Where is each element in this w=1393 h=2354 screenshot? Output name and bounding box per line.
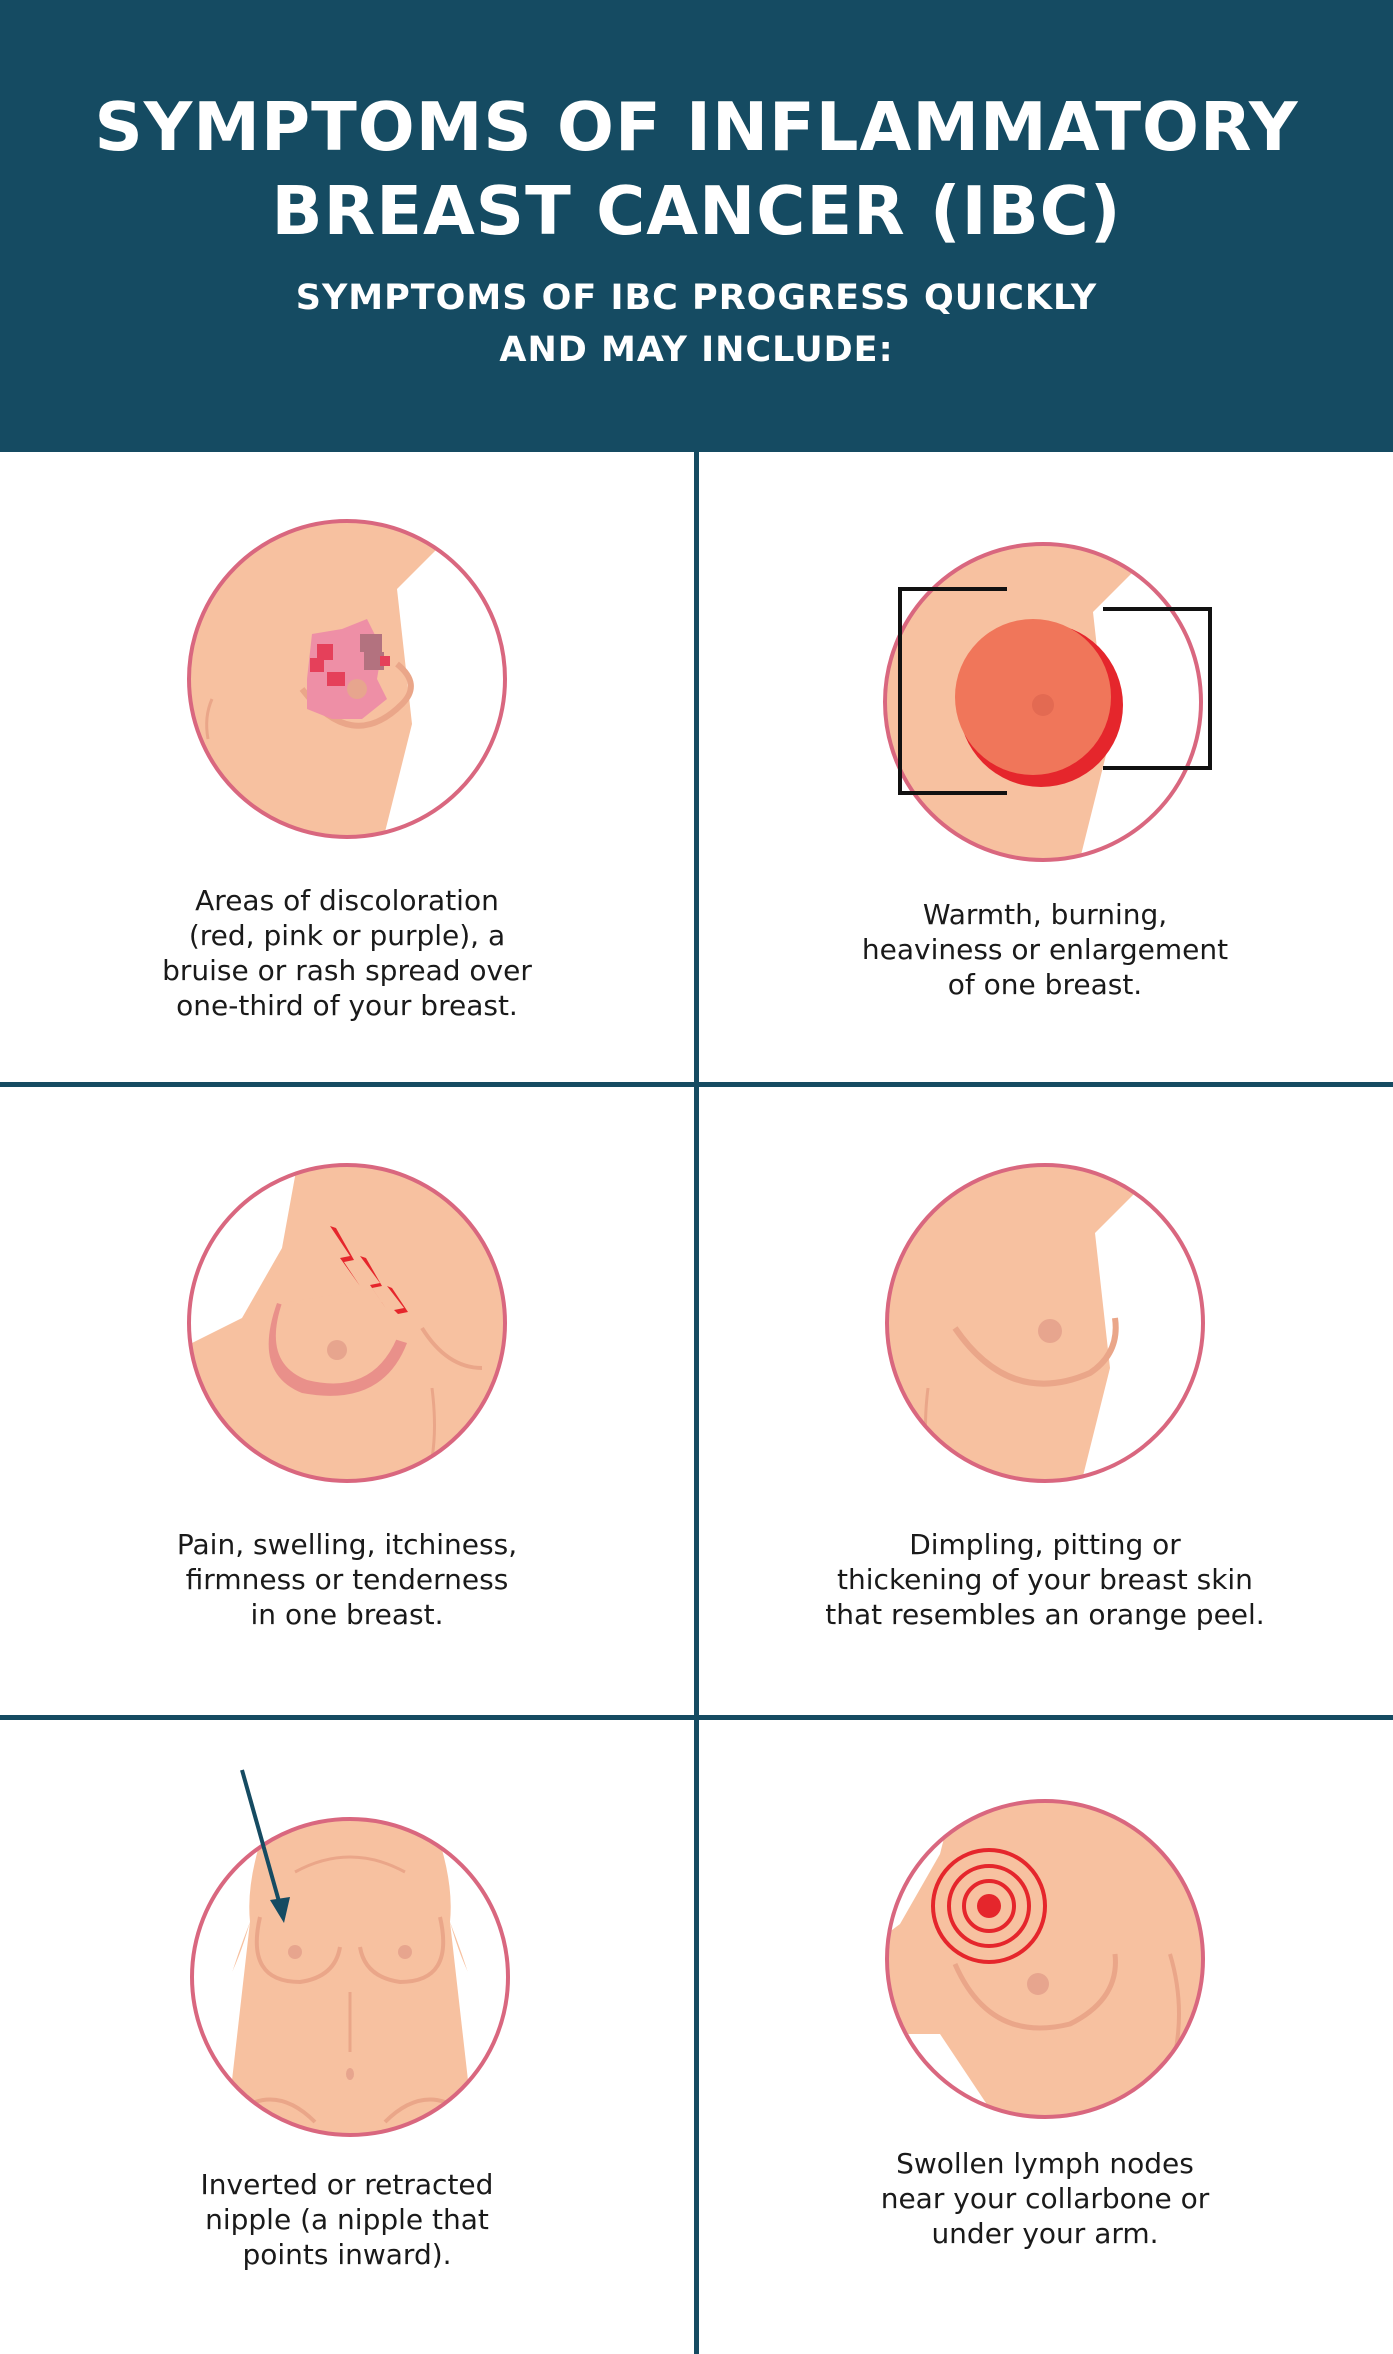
symptom-caption-pain: Pain, swelling, itchiness, firmness or t… [47, 1527, 647, 1632]
subtitle-line-2: AND MAY INCLUDE: [499, 330, 894, 370]
caption-line: in one breast. [250, 1598, 444, 1631]
swollen-lymph-node-icon [880, 1794, 1210, 2124]
caption-line: firmness or tenderness [185, 1563, 509, 1596]
caption-line: Areas of discoloration [195, 884, 499, 917]
title-line-2: BREAST CANCER (IBC) [271, 172, 1122, 250]
caption-line: Warmth, burning, [922, 898, 1168, 931]
caption-line: thickening of your breast skin [837, 1563, 1253, 1596]
bracket-right-icon [1103, 607, 1212, 770]
symptom-caption-dimpling: Dimpling, pitting or thickening of your … [745, 1527, 1345, 1632]
caption-line: near your collarbone or [880, 2182, 1210, 2215]
dimpled-skin-breast-icon [880, 1158, 1210, 1488]
caption-line: of one breast. [947, 968, 1143, 1001]
inverted-nipple-icon [185, 1812, 515, 2142]
caption-line: Pain, swelling, itchiness, [176, 1528, 518, 1561]
title-line-1: SYMPTOMS OF INFLAMMATORY [94, 88, 1299, 166]
grid-divider-row-1 [0, 1082, 1393, 1087]
grid-vertical-divider [694, 452, 699, 2354]
discoloration-breast-icon [182, 514, 512, 844]
symptom-caption-inverted-nipple: Inverted or retracted nipple (a nipple t… [47, 2167, 647, 2272]
arrow-pointer-icon [240, 1769, 290, 1923]
caption-line: points inward). [242, 2238, 452, 2271]
caption-line: bruise or rash spread over [162, 954, 532, 987]
caption-line: heaviness or enlargement [861, 933, 1229, 966]
caption-line: Swollen lymph nodes [896, 2147, 1194, 2180]
caption-line: Dimpling, pitting or [909, 1528, 1181, 1561]
symptom-caption-discoloration: Areas of discoloration (red, pink or pur… [47, 883, 647, 1023]
page-title: SYMPTOMS OF INFLAMMATORY BREAST CANCER (… [0, 85, 1393, 253]
page-subtitle: SYMPTOMS OF IBC PROGRESS QUICKLY AND MAY… [0, 272, 1393, 376]
caption-line: under your arm. [931, 2217, 1159, 2250]
symptom-caption-lymph-nodes: Swollen lymph nodes near your collarbone… [745, 2146, 1345, 2251]
caption-line: Inverted or retracted [200, 2168, 494, 2201]
caption-line: that resembles an orange peel. [825, 1598, 1265, 1631]
caption-line: one-third of your breast. [176, 989, 518, 1022]
header-banner: SYMPTOMS OF INFLAMMATORY BREAST CANCER (… [0, 0, 1393, 452]
subtitle-line-1: SYMPTOMS OF IBC PROGRESS QUICKLY [295, 278, 1098, 318]
pain-breast-icon [182, 1158, 512, 1488]
symptom-caption-enlargement: Warmth, burning, heaviness or enlargemen… [745, 897, 1345, 1002]
caption-line: (red, pink or purple), a [188, 919, 506, 952]
caption-line: nipple (a nipple that [205, 2203, 489, 2236]
enlarged-breast-icon [878, 537, 1212, 867]
grid-divider-row-2 [0, 1715, 1393, 1720]
bracket-left-icon [898, 587, 1007, 795]
